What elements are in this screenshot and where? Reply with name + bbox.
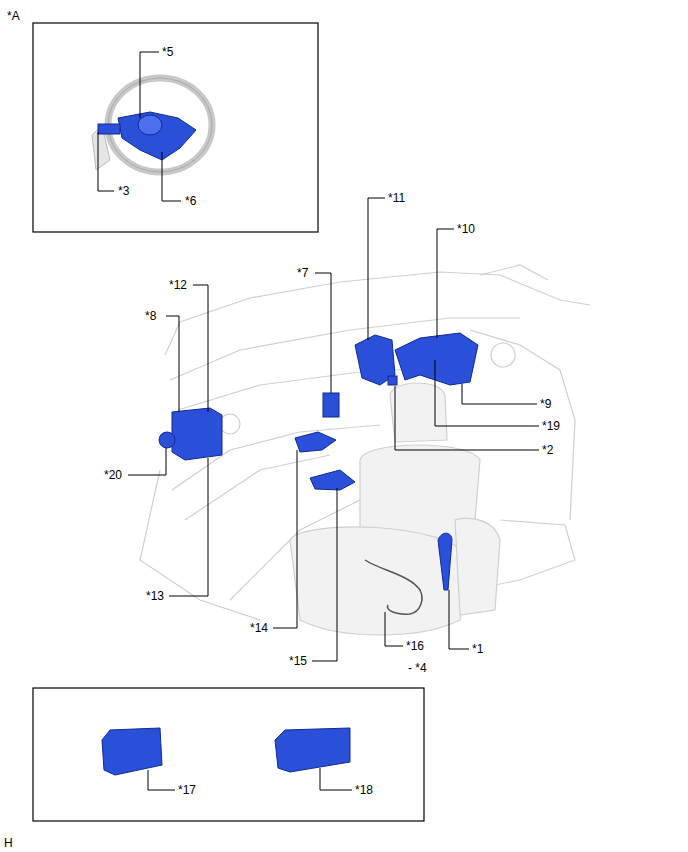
callout-number: *20 [103, 468, 123, 482]
callout-number: *7 [296, 266, 309, 280]
callout-number: *11 [387, 191, 406, 205]
steering-wheel [92, 78, 212, 172]
callout-number: *19 [541, 419, 561, 433]
callout-number: H [3, 836, 14, 850]
callout-number: *15 [288, 654, 308, 668]
seat-cable [365, 560, 422, 614]
callout-number: *16 [405, 639, 425, 653]
callout-number: *A [6, 9, 21, 23]
component-shapes [159, 333, 478, 590]
callout-number: *13 [145, 589, 165, 603]
callout-number: *8 [144, 309, 157, 323]
leader-lines [98, 52, 539, 790]
callout-number: *12 [168, 278, 188, 292]
callout-number: - *4 [407, 661, 428, 675]
callout-number: *18 [354, 783, 374, 797]
callout-number: *3 [117, 184, 130, 198]
callout-number: *9 [539, 397, 552, 411]
callout-number: *5 [161, 45, 174, 59]
callout-number: *17 [177, 783, 197, 797]
callout-number: *10 [456, 222, 476, 236]
component-variants [102, 728, 350, 775]
inset-frame [33, 688, 424, 821]
callout-number: *2 [541, 443, 554, 457]
callout-number: *1 [471, 642, 484, 656]
callout-number: *6 [184, 194, 197, 208]
callout-number: *14 [249, 621, 269, 635]
inset-frame [33, 23, 318, 232]
